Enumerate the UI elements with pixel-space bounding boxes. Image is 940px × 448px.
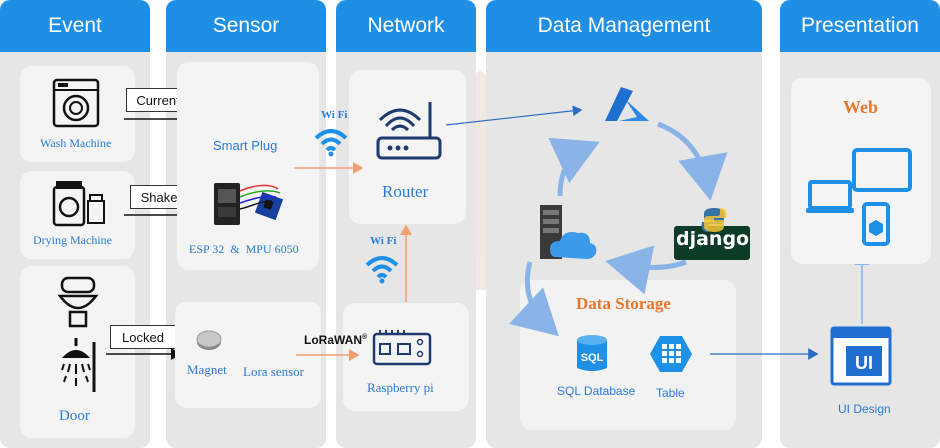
event-header: Event — [0, 0, 150, 52]
magnet-label: Magnet — [187, 362, 227, 377]
lora-sensor-label: Lora sensor — [243, 364, 305, 379]
drying-machine-label: Drying Machine — [33, 233, 112, 247]
toilet-icon — [57, 276, 99, 328]
network-header: Network — [336, 0, 476, 52]
table-icon — [650, 336, 692, 372]
router-label: Router — [382, 182, 429, 201]
magnet-icon — [196, 330, 222, 350]
django-label: django — [676, 228, 750, 250]
lorawan-text: LoRaWAN — [304, 333, 362, 347]
sql-database-icon: SQL — [577, 335, 607, 371]
ui-icon-text: UI — [855, 353, 873, 373]
drying-machine-icon — [52, 181, 105, 227]
azure-cloud-icon — [605, 87, 649, 121]
web-card — [791, 78, 931, 264]
lorawan-registered-mark: ® — [362, 334, 368, 341]
router-icon — [376, 102, 442, 160]
wifi-label-top: Wi Fi — [321, 109, 348, 121]
wifi-icon-top — [314, 129, 348, 157]
wash-machine-icon — [52, 78, 100, 128]
sql-database-label: SQL Database — [557, 384, 636, 398]
raspberry-pi-icon — [372, 330, 432, 366]
esp32-mpu6050-icon — [214, 183, 284, 225]
ui-design-label: UI Design — [838, 402, 891, 416]
wifi-icon-bottom — [365, 256, 399, 284]
ui-design-icon: UI — [830, 326, 892, 386]
server-cloud-icon — [540, 205, 597, 259]
sensor-header: Sensor — [166, 0, 326, 52]
presentation-header: Presentation — [780, 0, 940, 52]
smart-plug-label: Smart Plug — [213, 138, 278, 153]
door-label: Door — [59, 408, 90, 424]
esp32-mpu6050-label: ESP 32 & MPU 6050 — [189, 242, 299, 256]
shower-icon — [61, 338, 96, 392]
wifi-label-bottom: Wi Fi — [370, 235, 397, 247]
raspberry-pi-card — [343, 303, 469, 411]
data-storage-title: Data Storage — [576, 294, 671, 313]
sensor-top-card — [177, 62, 319, 270]
python-icon — [701, 208, 727, 232]
data-management-header: Data Management — [486, 0, 762, 52]
web-title: Web — [843, 97, 879, 117]
lorawan-logo: LoRaWAN® — [304, 333, 367, 347]
raspberry-pi-label: Raspberry pi — [367, 380, 434, 395]
table-label: Table — [656, 386, 685, 400]
wash-machine-label: Wash Machine — [40, 136, 112, 150]
devices-icon — [806, 148, 912, 246]
sql-icon-text: SQL — [581, 352, 604, 364]
